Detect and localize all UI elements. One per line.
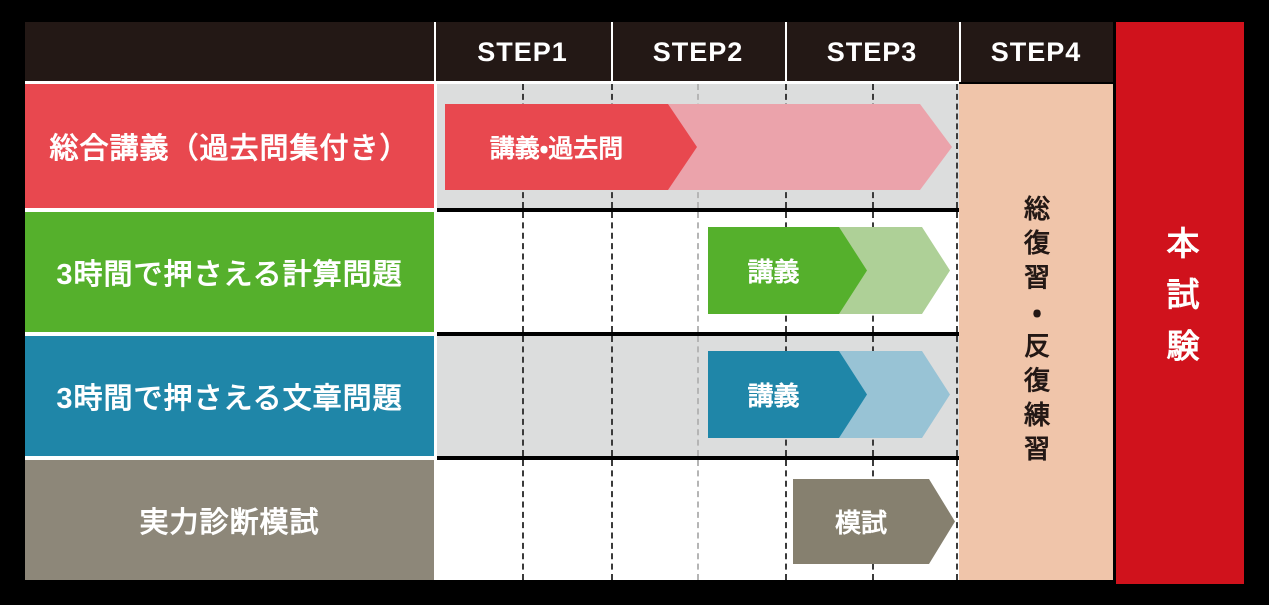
grid-line: [522, 336, 524, 456]
grid-line: [522, 212, 524, 332]
grid-line: [956, 84, 958, 208]
grid-line: [956, 460, 958, 580]
header-step2: STEP2: [652, 36, 744, 67]
grid-line: [785, 460, 787, 580]
arrow-lecture-pastexam: 講義・過去問: [445, 104, 697, 190]
row-label-comprehensive-lecture: 総合講義（過去問集付き）: [25, 84, 434, 208]
row-label-text-problems: 3時間で押さえる文章問題: [25, 336, 434, 456]
grid-line: [522, 460, 524, 580]
review-column: 総復習・反復練習: [959, 84, 1113, 580]
arrow-lecture-extension: [655, 104, 952, 190]
header-divider: [785, 22, 787, 82]
grid-line: [697, 336, 699, 456]
header-bar: [25, 22, 1113, 82]
arrow-mock-exam: 模試: [793, 479, 955, 564]
review-column-label: 総復習・反復練習: [1020, 194, 1051, 470]
arrow-calc-lecture: 講義: [708, 227, 867, 314]
row-label-calculation-problems: 3時間で押さえる計算問題: [25, 212, 434, 332]
header-step4: STEP4: [990, 36, 1082, 67]
grid-line: [611, 336, 613, 456]
header-divider: [959, 22, 961, 82]
exam-column: 本試験: [1116, 22, 1244, 584]
arrow-text-lecture: 講義: [708, 351, 867, 438]
grid-line: [611, 212, 613, 332]
grid-line: [611, 460, 613, 580]
header-divider: [434, 22, 436, 82]
grid-line: [697, 460, 699, 580]
row-label-mock-exam: 実力診断模試: [25, 460, 434, 580]
exam-column-label: 本試験: [1162, 226, 1199, 380]
header-divider: [611, 22, 613, 82]
header-step3: STEP3: [826, 36, 918, 67]
header-step1: STEP1: [477, 36, 568, 67]
grid-line: [697, 212, 699, 332]
grid-line: [956, 336, 958, 456]
header-underline: [437, 81, 959, 84]
grid-line: [956, 212, 958, 332]
